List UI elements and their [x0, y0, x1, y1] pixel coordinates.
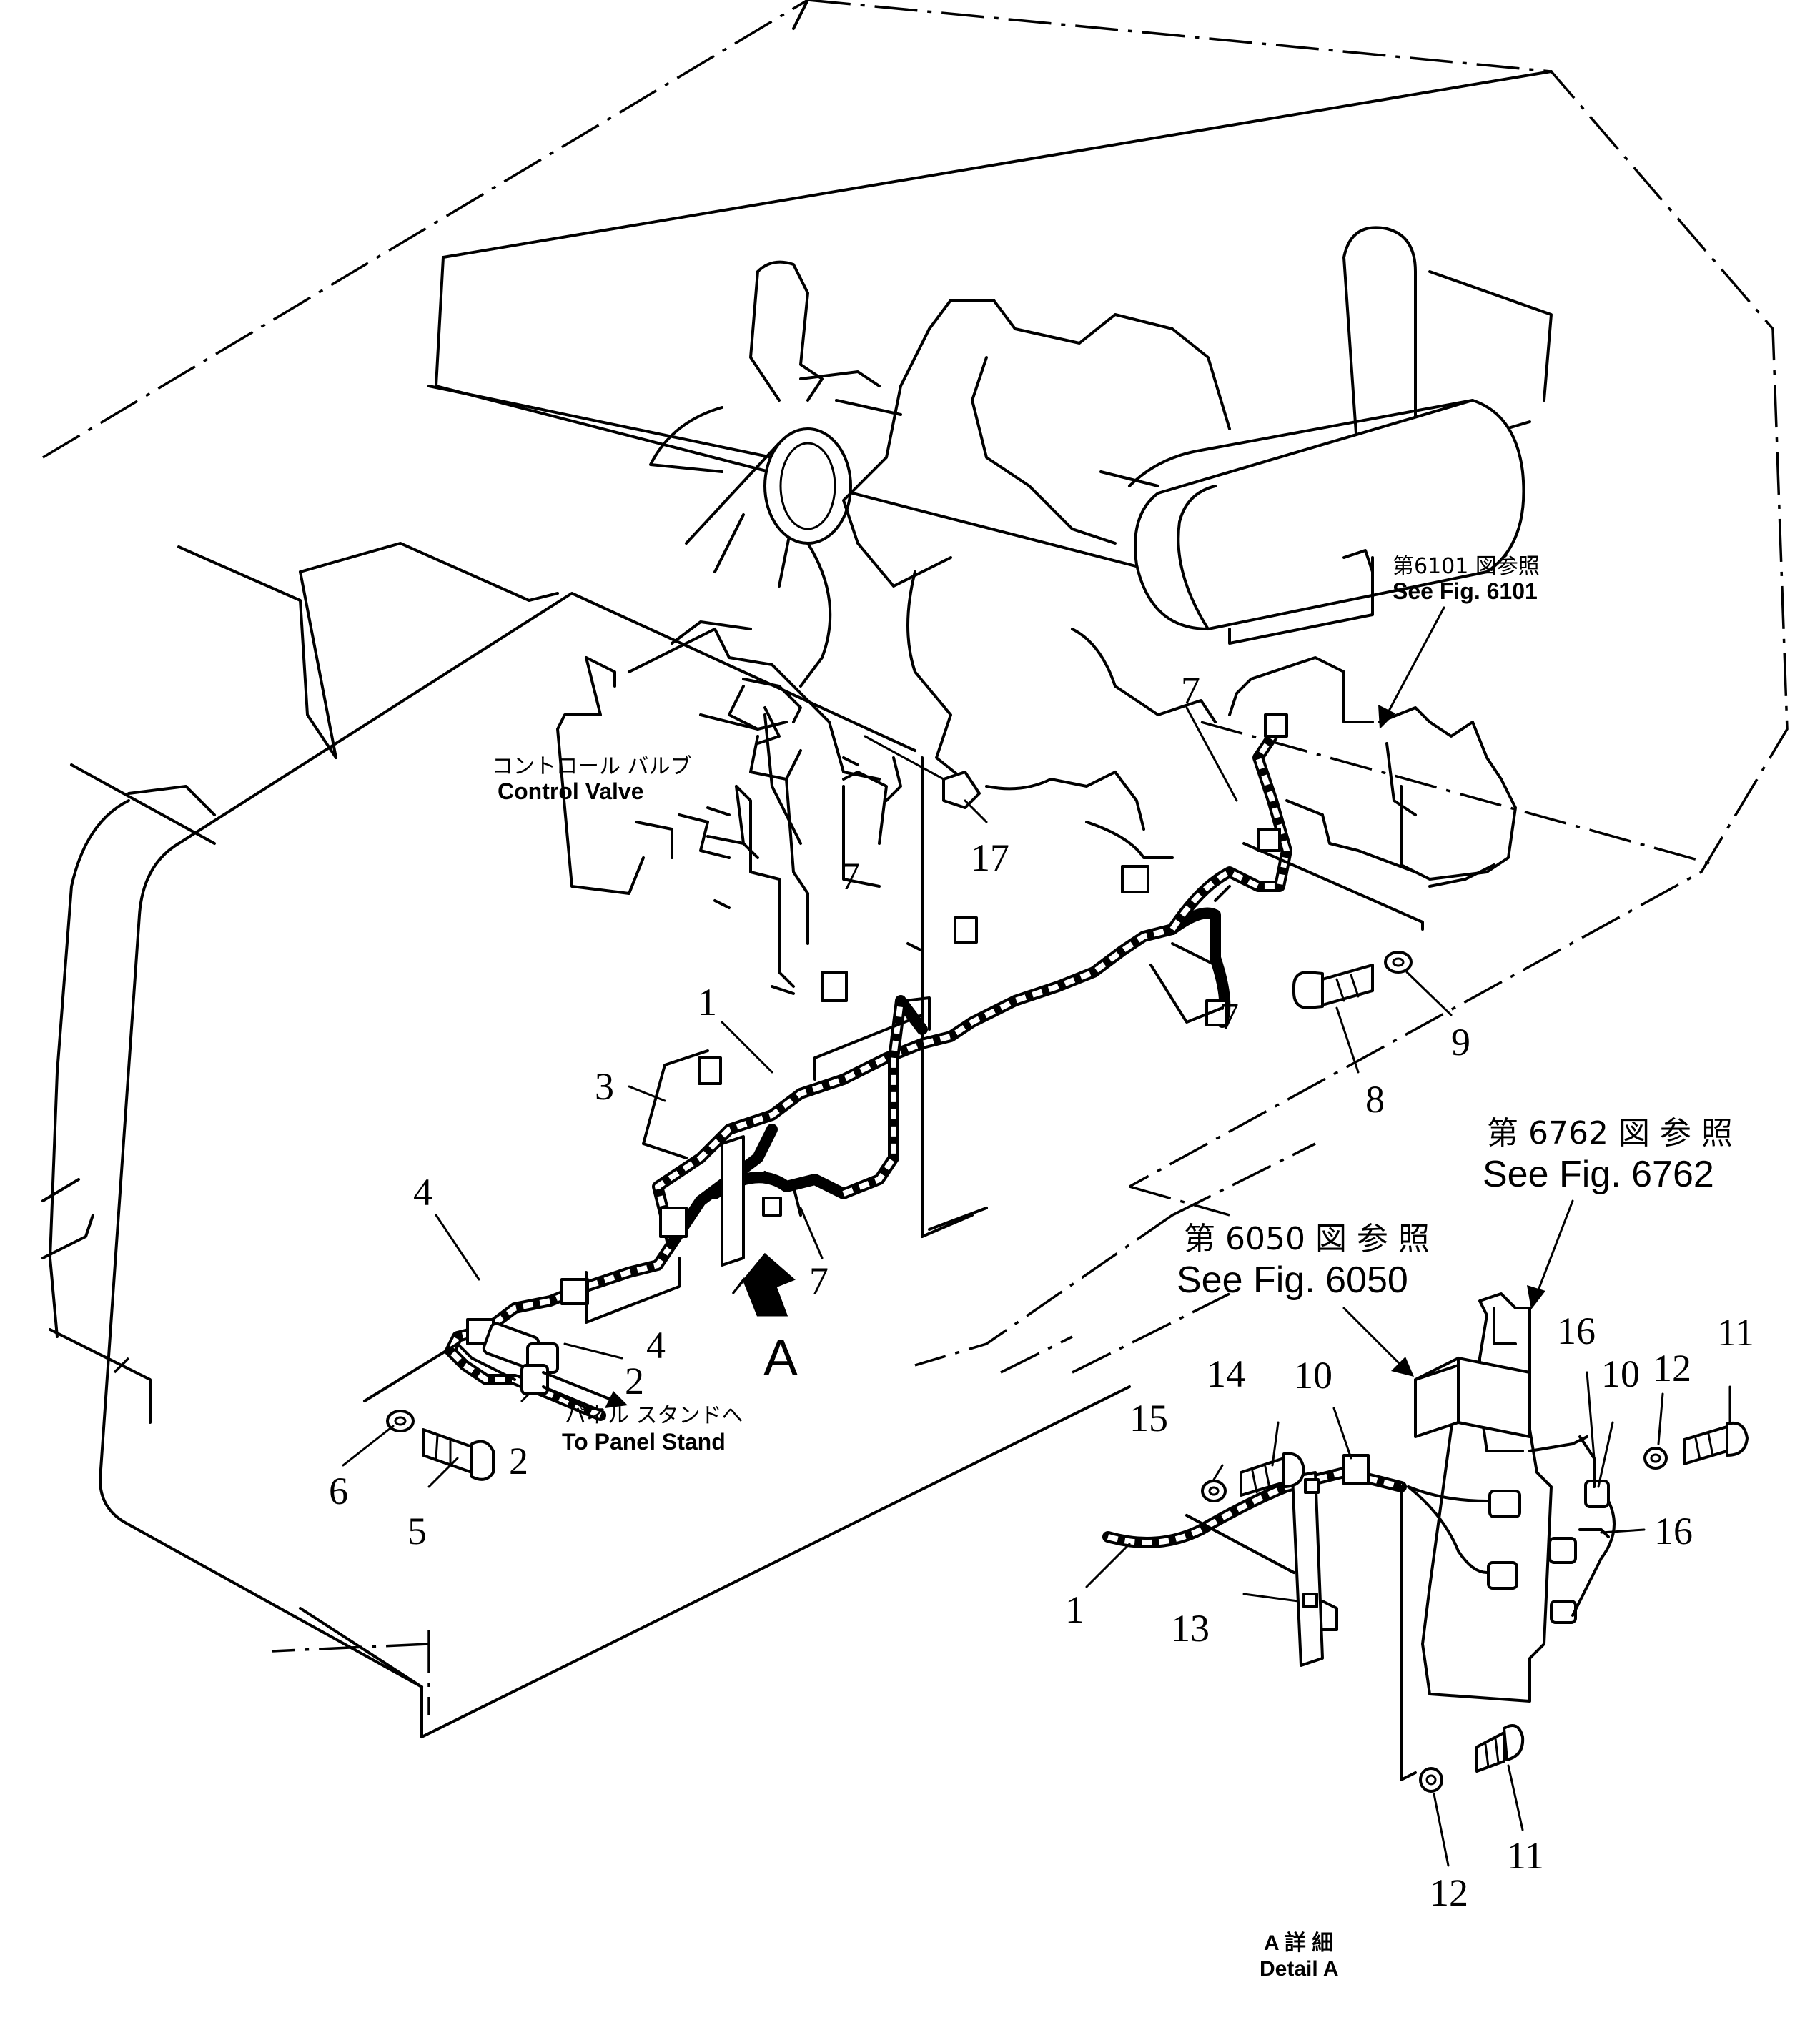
callout-1-detail: 1	[1065, 1588, 1084, 1631]
sensor-17	[864, 735, 981, 809]
left-structure-outline	[41, 542, 559, 1424]
callout-9: 9	[1451, 1021, 1470, 1064]
callout-7-top: 7	[1181, 669, 1200, 712]
callout-12-upper: 12	[1653, 1347, 1691, 1390]
callout-10-right: 10	[1601, 1352, 1640, 1395]
callout-5: 5	[407, 1510, 427, 1553]
callout-13: 13	[1171, 1607, 1210, 1650]
group-leader-lines	[363, 713, 1424, 1402]
note-fig6101-jp: 第6101 図参照	[1393, 554, 1540, 579]
bracket-main	[721, 1135, 802, 1267]
connector-2	[456, 1322, 588, 1410]
callout-16-upper: 16	[1557, 1309, 1596, 1352]
callout-leaders	[342, 706, 1731, 1867]
callout-8: 8	[1365, 1078, 1385, 1121]
hydraulic-pump	[1228, 656, 1517, 888]
callout-1: 1	[698, 981, 717, 1024]
note-fig6050-jp: 第 6050 図 参 照	[1184, 1221, 1430, 1257]
radiator-fan	[649, 260, 902, 588]
callout-15: 15	[1129, 1397, 1168, 1440]
note-fig6101-en: See Fig. 6101	[1393, 578, 1538, 604]
callout-2-lower: 2	[509, 1440, 528, 1482]
engine-block	[799, 299, 1231, 859]
part-callouts: 1 1 2 2 3 4 4 5 6 7 7 7 7 8 9 10 10 11 1…	[329, 669, 1754, 1914]
annotation-notes: 第6101 図参照 See Fig. 6101 コントロール バルブ Contr…	[492, 554, 1733, 1981]
washer-9	[1384, 951, 1413, 974]
callout-4-lower: 4	[646, 1324, 666, 1367]
leader-fig6101	[1378, 606, 1445, 729]
panel-stand-arrow	[542, 1371, 628, 1408]
callout-11-lower: 11	[1507, 1834, 1544, 1877]
callout-4: 4	[413, 1171, 432, 1214]
callout-14: 14	[1207, 1352, 1245, 1395]
callout-7-right: 7	[1220, 995, 1239, 1038]
machine-frame-outline	[42, 0, 1789, 1715]
note-fig6762-en: See Fig. 6762	[1483, 1154, 1714, 1195]
leader-fig6050	[1342, 1307, 1414, 1377]
note-panel-stand-en: To Panel Stand	[562, 1429, 726, 1455]
note-fig6050-en: See Fig. 6050	[1177, 1259, 1408, 1301]
detail-a-en: Detail A	[1260, 1957, 1339, 1981]
note-control-valve-jp: コントロール バルブ	[492, 754, 692, 779]
harness-clamps	[466, 713, 1288, 1345]
callout-6: 6	[329, 1470, 348, 1512]
muffler	[1128, 226, 1525, 645]
note-control-valve-en: Control Valve	[498, 778, 644, 804]
callout-17: 17	[971, 836, 1009, 879]
leader-fig6762	[1527, 1199, 1574, 1309]
bolt-5	[422, 1428, 495, 1481]
wiring-harness	[445, 731, 1292, 1421]
callout-7-lower: 7	[809, 1259, 829, 1302]
note-panel-stand-jp: パネル スタンドへ	[565, 1403, 743, 1428]
callout-12-lower: 12	[1430, 1871, 1468, 1914]
view-arrow-label: A	[763, 1330, 798, 1387]
detail-a-jp: A 詳 細	[1264, 1931, 1333, 1955]
bolt-8	[1292, 964, 1374, 1009]
control-valve	[556, 620, 902, 995]
detail-a-assembly	[1102, 1292, 1749, 1793]
callout-16-lower: 16	[1654, 1510, 1693, 1553]
callout-10-left: 10	[1294, 1354, 1332, 1397]
callout-2: 2	[625, 1360, 644, 1402]
callout-7-mid: 7	[841, 855, 860, 898]
view-arrow-a	[731, 1252, 796, 1317]
callout-3: 3	[595, 1065, 614, 1108]
callout-11-upper: 11	[1717, 1311, 1754, 1354]
note-fig6762-jp: 第 6762 図 参 照	[1487, 1115, 1733, 1152]
